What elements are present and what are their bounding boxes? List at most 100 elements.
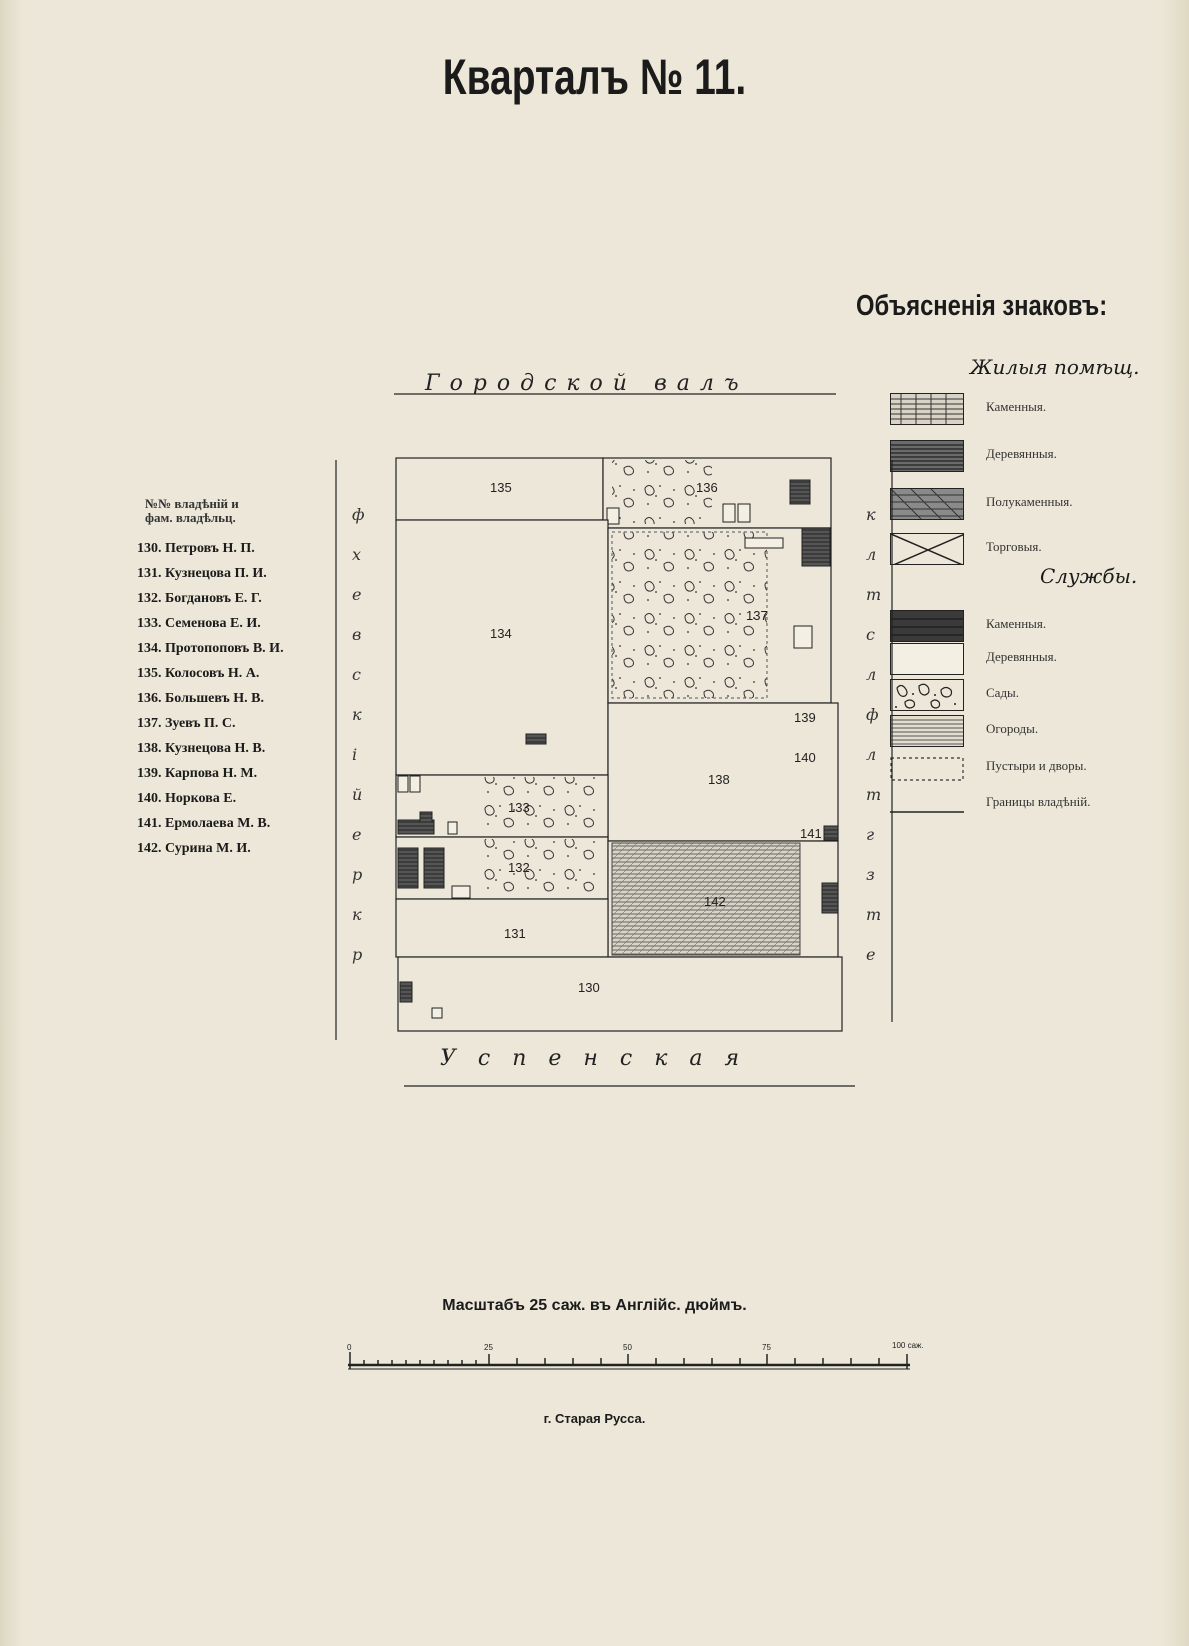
plot-number: 138: [708, 772, 730, 787]
svg-text:е: е: [352, 825, 361, 844]
legend-title: Объясненія знаковъ:: [856, 290, 1108, 322]
svg-text:р: р: [352, 945, 362, 964]
plot-number: 130: [578, 980, 600, 995]
legend-label: Торговыя.: [986, 539, 1042, 554]
scale-bar: 0 25 50 75 100 саж.: [347, 1341, 924, 1370]
legend-item-dotted: Пустыри и дворы.: [890, 752, 1180, 786]
scale-label: Масштабъ 25 саж. въ Англійс. дюймъ.: [442, 1297, 747, 1314]
scale-tick-label: 50: [623, 1343, 632, 1352]
owner-entry: 141. Ермолаева М. В.: [137, 816, 271, 831]
svg-text:к: к: [352, 705, 362, 724]
svg-text:с: с: [866, 625, 875, 644]
plot-number: 132: [508, 860, 530, 875]
shed: [793, 625, 813, 649]
legend-service-wood-swatch: [890, 643, 964, 675]
building: [821, 882, 839, 914]
legend-item-boundary: Границы владѣній.: [890, 788, 1180, 822]
owner-entry: 131. Кузнецова П. И.: [137, 566, 267, 581]
svg-text:т: т: [866, 905, 881, 924]
owner-entry: 140. Норкова Е.: [137, 791, 237, 806]
plot-number: 141: [800, 826, 822, 841]
svg-text:і: і: [352, 745, 357, 764]
owners-list: 130. Петровъ Н. П. 131. Кузнецова П. И. …: [137, 536, 284, 861]
legend-wood-swatch: [890, 440, 964, 472]
building: [419, 811, 433, 823]
owner-entry: 135. Колосовъ Н. А.: [137, 666, 260, 681]
plot-138: [607, 702, 839, 842]
legend-item-residential-trade: Торговыя.: [890, 533, 1180, 567]
scale-tick-label: 100 саж.: [892, 1341, 924, 1350]
svg-text:к: к: [352, 905, 362, 924]
plot-136-garden: [612, 460, 712, 524]
plot-131: [395, 898, 609, 958]
plot-135: [395, 457, 604, 521]
building: [399, 981, 413, 1003]
plot-number: 142: [704, 894, 726, 909]
building: [525, 733, 547, 745]
legend-item-garden: Сады.: [890, 679, 1180, 713]
building: [789, 479, 811, 505]
plot-number: 135: [490, 480, 512, 495]
legend-label: Каменныя.: [986, 399, 1047, 414]
svg-text:т: т: [866, 585, 881, 604]
owner-entry: 137. Зуевъ П. С.: [137, 716, 236, 731]
svg-text:л: л: [866, 665, 876, 684]
shed: [447, 821, 458, 835]
plot-134: [395, 519, 609, 776]
shed: [744, 537, 784, 549]
legend-item-residential-halfstone: Полукаменныя.: [890, 488, 1180, 522]
plot-number: 140: [794, 750, 816, 765]
scale-tick-label: 0: [347, 1343, 352, 1352]
legend-trade-swatch: [890, 533, 964, 565]
street-label-top: Городской валъ: [424, 371, 749, 396]
scale-tick-label: 75: [762, 1343, 771, 1352]
legend-label: Каменныя.: [986, 616, 1047, 631]
svg-text:з: з: [866, 865, 875, 884]
shed: [722, 503, 736, 523]
owner-entry: 134. Протопоповъ В. И.: [137, 641, 284, 656]
owner-entry: 132. Богдановъ Е. Г.: [137, 591, 262, 606]
plot-number: 136: [696, 480, 718, 495]
legend-garden-swatch: [890, 679, 964, 711]
plot-number: 133: [508, 800, 530, 815]
plot-number: 131: [504, 926, 526, 941]
owner-entry: 133. Семенова Е. И.: [137, 616, 261, 631]
svg-text:в: в: [352, 625, 361, 644]
legend-item-vegetable: Огороды.: [890, 715, 1180, 749]
building: [397, 819, 435, 835]
plot-142-vegetable: [611, 842, 801, 956]
legend-vegetable-swatch: [890, 715, 964, 747]
plot-137-garden: [611, 531, 768, 699]
legend-label: Пустыри и дворы.: [986, 758, 1087, 773]
svg-text:е: е: [352, 585, 361, 604]
shed: [397, 775, 409, 793]
legend-service-stone-swatch: [890, 610, 964, 642]
svg-text:к: к: [866, 505, 876, 524]
legend-item-residential-wood: Деревянныя.: [890, 440, 1180, 474]
legend-item-service-wood: Деревянныя.: [890, 643, 1180, 677]
legend-stone-swatch: [890, 393, 964, 425]
svg-text:с: с: [352, 665, 361, 684]
building: [423, 847, 445, 889]
legend-label: Деревянныя.: [986, 446, 1057, 461]
shed: [606, 507, 620, 525]
building: [397, 847, 419, 889]
city-label: г. Старая Русса.: [543, 1411, 646, 1426]
owner-entry: 130. Петровъ Н. П.: [137, 541, 255, 556]
shed: [409, 775, 421, 793]
shed: [737, 503, 751, 523]
svg-text:т: т: [866, 785, 881, 804]
legend-item-residential-stone: Каменныя.: [890, 393, 1180, 427]
owners-heading: №№ владѣній и фам. владѣльц.: [145, 497, 239, 525]
legend-halfstone-swatch: [890, 488, 964, 520]
owner-entry: 142. Сурина М. И.: [137, 841, 251, 856]
plot-number: 134: [490, 626, 512, 641]
scale-tick-label: 25: [484, 1343, 493, 1352]
street-label-bottom: Успенская: [440, 1046, 761, 1071]
plot-130: [397, 956, 843, 1032]
plot-number: 137: [746, 608, 768, 623]
plot-number: 139: [794, 710, 816, 725]
svg-text:р: р: [352, 865, 362, 884]
